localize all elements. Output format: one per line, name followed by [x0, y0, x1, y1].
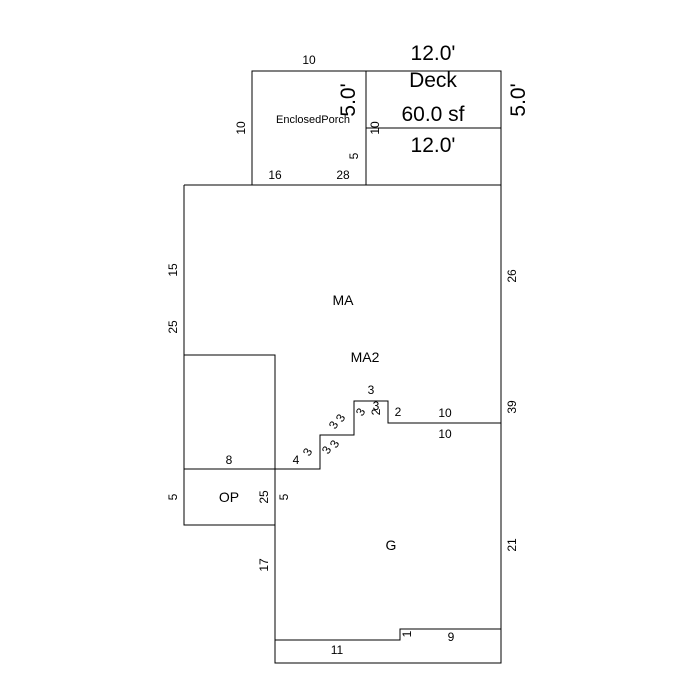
porch-inner-right-dimension: 10 — [368, 121, 382, 135]
ma2-area-label: MA2 — [351, 349, 380, 365]
left-block-8-dimension: 8 — [226, 453, 233, 467]
porch-left-dimension: 10 — [234, 121, 248, 135]
garage-bottom-11-dimension: 11 — [331, 643, 344, 657]
op-area-label: OP — [219, 489, 239, 505]
main-right-26-dimension: 26 — [505, 269, 519, 283]
main-right-39-dimension: 39 — [505, 400, 519, 414]
step-2a-dimension: 2 — [369, 408, 383, 415]
step-top-3-dimension: 3 — [368, 383, 375, 397]
deck-top-dimension: 12.0' — [411, 42, 456, 65]
enclosed-porch-label: EnclosedPorch — [276, 114, 350, 126]
step-3a-dimension: 3 — [353, 405, 369, 418]
deck-area-label: 60.0 sf — [401, 103, 464, 126]
op-right-5-dimension: 5 — [277, 493, 291, 500]
garage-bottom-9-dimension: 9 — [448, 630, 455, 644]
step-3d-dimension: 3 — [373, 399, 380, 413]
main-left-25-dimension: 25 — [166, 320, 180, 334]
garage-bottom-1-dimension: 1 — [400, 630, 414, 637]
step-2b-dimension: 2 — [395, 405, 402, 419]
g-area-label: G — [386, 537, 397, 553]
deck-bottom-dimension: 12.0' — [411, 134, 456, 157]
op-block — [183, 469, 275, 526]
porch-28-dimension: 28 — [336, 168, 350, 182]
ten-lower-dimension: 10 — [438, 427, 452, 441]
left-inner-block — [184, 354, 276, 469]
garage-bottom-notch — [275, 628, 501, 641]
garage-left-17-dimension: 17 — [257, 558, 271, 572]
stepped-divider — [275, 400, 501, 470]
garage-right-21-dimension: 21 — [505, 538, 519, 552]
deck-right-dimension: 5.0' — [507, 83, 530, 116]
deck-left-dimension: 5.0' — [337, 83, 360, 116]
step-4-dimension: 4 — [293, 453, 300, 467]
porch-16-dimension: 16 — [268, 168, 282, 182]
deck-name-label: Deck — [409, 69, 457, 92]
porch-5-dimension: 5 — [347, 152, 361, 159]
main-left-15-dimension: 15 — [166, 263, 180, 277]
ten-upper-dimension: 10 — [438, 406, 452, 420]
op-right-25-dimension: 25 — [257, 490, 271, 504]
ma-area-label: MA — [333, 292, 355, 308]
op-left-5-dimension: 5 — [166, 493, 180, 500]
step-3g-dimension: 3 — [300, 445, 316, 458]
porch-top-dimension: 10 — [302, 53, 316, 67]
